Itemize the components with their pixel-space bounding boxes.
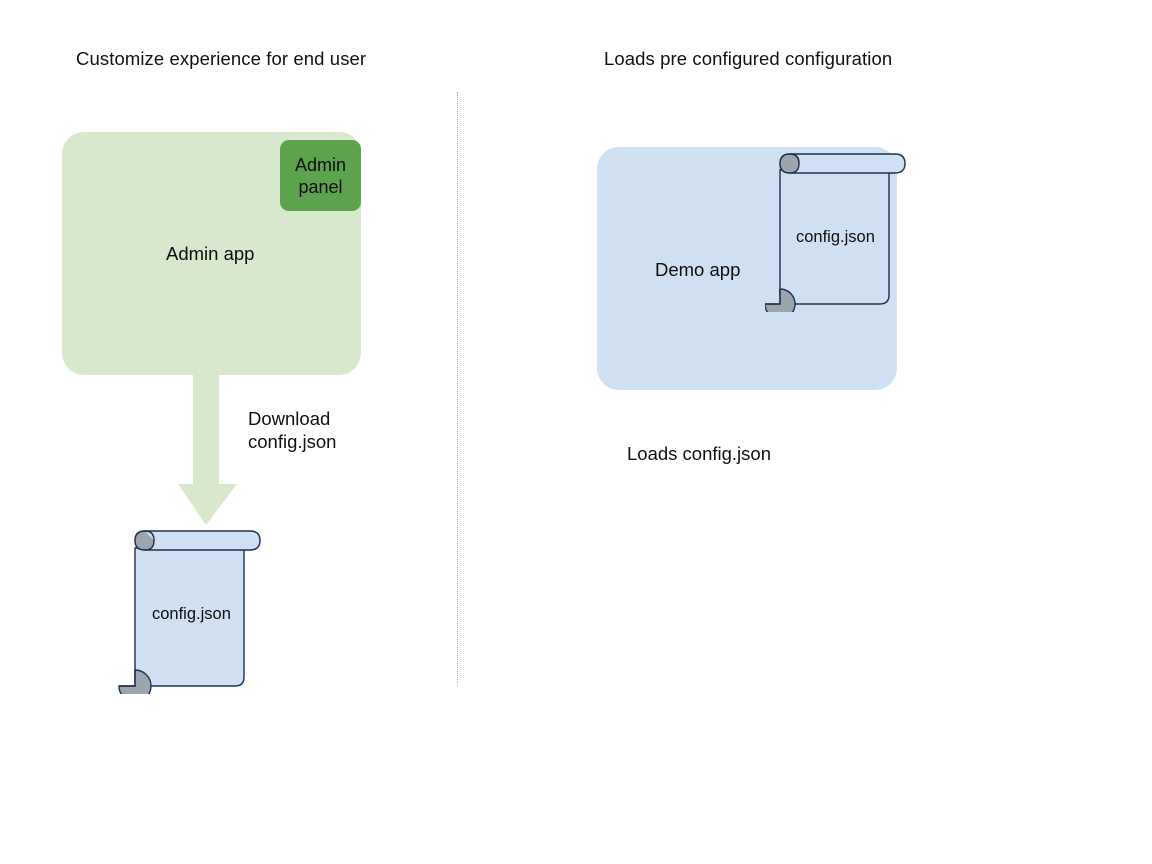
config-json-label-right: config.json	[796, 228, 875, 246]
config-json-document-right[interactable]	[765, 150, 915, 312]
loads-config-caption: Loads config.json	[627, 443, 771, 464]
demo-app-label: Demo app	[655, 259, 741, 280]
download-arrow-caption: Download config.json	[248, 408, 337, 452]
left-panel-title: Customize experience for end user	[76, 48, 367, 69]
admin-app-label: Admin app	[166, 243, 255, 264]
admin-panel-badge-label: Admin panel	[294, 154, 347, 197]
download-arrow-icon	[178, 372, 237, 525]
config-json-document-left[interactable]	[118, 526, 268, 694]
admin-panel-badge[interactable]: Admin panel	[280, 140, 361, 211]
right-panel-title: Loads pre configured configuration	[604, 48, 893, 69]
config-json-label-left: config.json	[152, 605, 231, 623]
panel-divider	[457, 92, 458, 686]
